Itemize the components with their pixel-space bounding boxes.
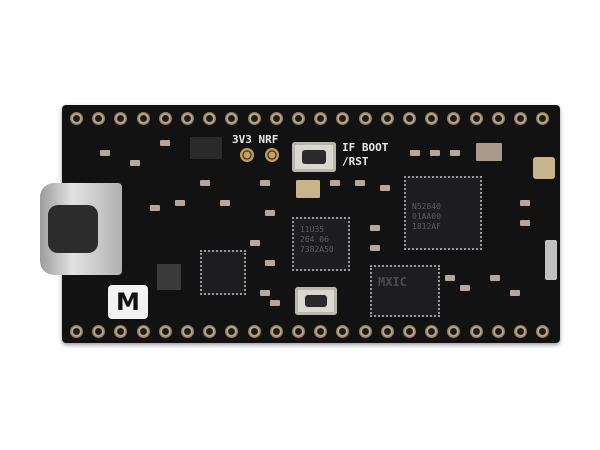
header-pin	[225, 325, 239, 338]
header-pin	[380, 112, 394, 125]
regulator-chip	[200, 250, 246, 295]
header-pin	[158, 325, 172, 338]
header-pin	[514, 112, 527, 125]
smd-component	[490, 275, 500, 281]
smd-component	[265, 210, 275, 216]
header-pin	[425, 325, 439, 338]
crystal	[296, 180, 320, 198]
header-pin	[92, 112, 106, 125]
header-pin	[491, 325, 505, 338]
smd-component	[370, 225, 380, 231]
header-pin	[336, 325, 350, 338]
logo: M	[108, 285, 148, 319]
smd-component	[510, 290, 520, 296]
header-pin	[292, 325, 305, 338]
nrf-pad	[265, 148, 279, 162]
header-pin	[181, 325, 194, 338]
smd-component	[370, 245, 380, 251]
smd-component	[260, 290, 270, 296]
smd-component	[520, 200, 530, 206]
header-pin	[203, 112, 217, 125]
pads-label: 3V3 NRF	[232, 133, 279, 146]
header-pin	[70, 325, 83, 338]
smd-component	[220, 200, 230, 206]
3v3-pad	[240, 148, 254, 162]
header-pin	[292, 112, 305, 125]
header-pin	[536, 112, 550, 125]
header-pin	[491, 112, 505, 125]
header-pin	[225, 112, 239, 125]
header-pin	[314, 112, 328, 125]
header-pin	[469, 325, 483, 338]
usb-c-connector	[40, 183, 122, 275]
header-pin	[425, 112, 439, 125]
smd-component	[260, 180, 270, 186]
boot-reset-button[interactable]	[292, 142, 336, 172]
header-pin	[314, 325, 328, 338]
smd-component	[200, 180, 210, 186]
header-pin	[447, 112, 461, 125]
header-pin	[114, 112, 128, 125]
ufl-antenna-connector	[533, 157, 555, 179]
side-pads	[545, 240, 557, 280]
header-pin	[247, 325, 261, 338]
header-pin	[158, 112, 172, 125]
header-pin	[358, 325, 372, 338]
smd-component	[355, 180, 365, 186]
smd-component	[160, 140, 170, 146]
smd-component	[460, 285, 470, 291]
smd-component	[380, 185, 390, 191]
header-pin	[336, 112, 350, 125]
header-pin	[269, 325, 283, 338]
header-pin	[203, 325, 217, 338]
header-pin	[269, 112, 283, 125]
smd-component	[445, 275, 455, 281]
header-pin	[247, 112, 261, 125]
smd-component	[150, 205, 160, 211]
rst-label: /RST	[342, 155, 369, 168]
component	[157, 264, 181, 290]
smd-component	[520, 220, 530, 226]
header-pin	[181, 112, 194, 125]
header-pin	[403, 325, 416, 338]
smd-component	[130, 160, 140, 166]
flash-chip: MXIC	[370, 265, 440, 317]
inductor	[190, 137, 222, 159]
header-pin	[70, 112, 83, 125]
smd-component	[430, 150, 440, 156]
smd-component	[175, 200, 185, 206]
header-pin	[403, 112, 416, 125]
smd-component	[270, 300, 280, 306]
boot-label: IF BOOT	[342, 141, 389, 154]
smd-component	[450, 150, 460, 156]
user-button[interactable]	[295, 287, 337, 315]
header-pin	[114, 325, 128, 338]
header-pin	[136, 112, 150, 125]
header-pin	[469, 112, 483, 125]
smd-component	[250, 240, 260, 246]
header-pin	[447, 325, 461, 338]
smd-component	[100, 150, 110, 156]
header-pin	[358, 112, 372, 125]
smd-component	[265, 260, 275, 266]
header-pin	[380, 325, 394, 338]
header-pin	[536, 325, 550, 338]
smd-component	[410, 150, 420, 156]
smd-component	[330, 180, 340, 186]
header-pin	[136, 325, 150, 338]
crystal-32k	[476, 143, 502, 161]
header-pin	[92, 325, 106, 338]
header-pin	[514, 325, 527, 338]
